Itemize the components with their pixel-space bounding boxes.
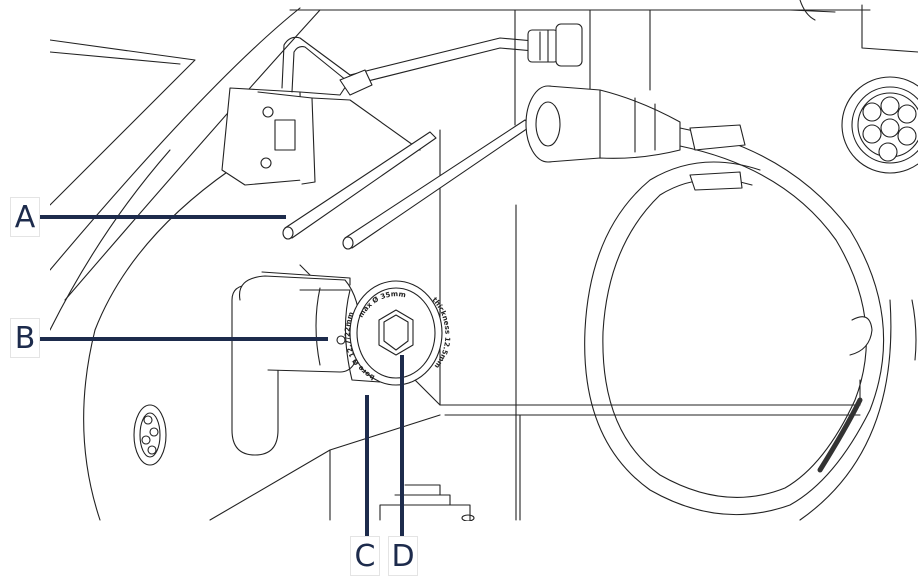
callout-label-b: B — [10, 318, 40, 358]
callout-label-c: C — [350, 536, 380, 576]
callout-label-a: A — [10, 197, 40, 237]
small-gland — [133, 404, 167, 466]
cable-gland — [841, 76, 918, 174]
base-block — [379, 484, 475, 521]
pipe — [281, 36, 546, 96]
cap — [336, 280, 443, 386]
hose — [584, 124, 917, 521]
callout-label-d: D — [388, 536, 418, 576]
pipe-fitting — [527, 23, 583, 67]
rods — [282, 119, 532, 250]
housing-outline — [50, 0, 918, 521]
connector — [221, 79, 421, 186]
sleeve — [525, 85, 681, 163]
sensor-housing — [238, 271, 361, 373]
